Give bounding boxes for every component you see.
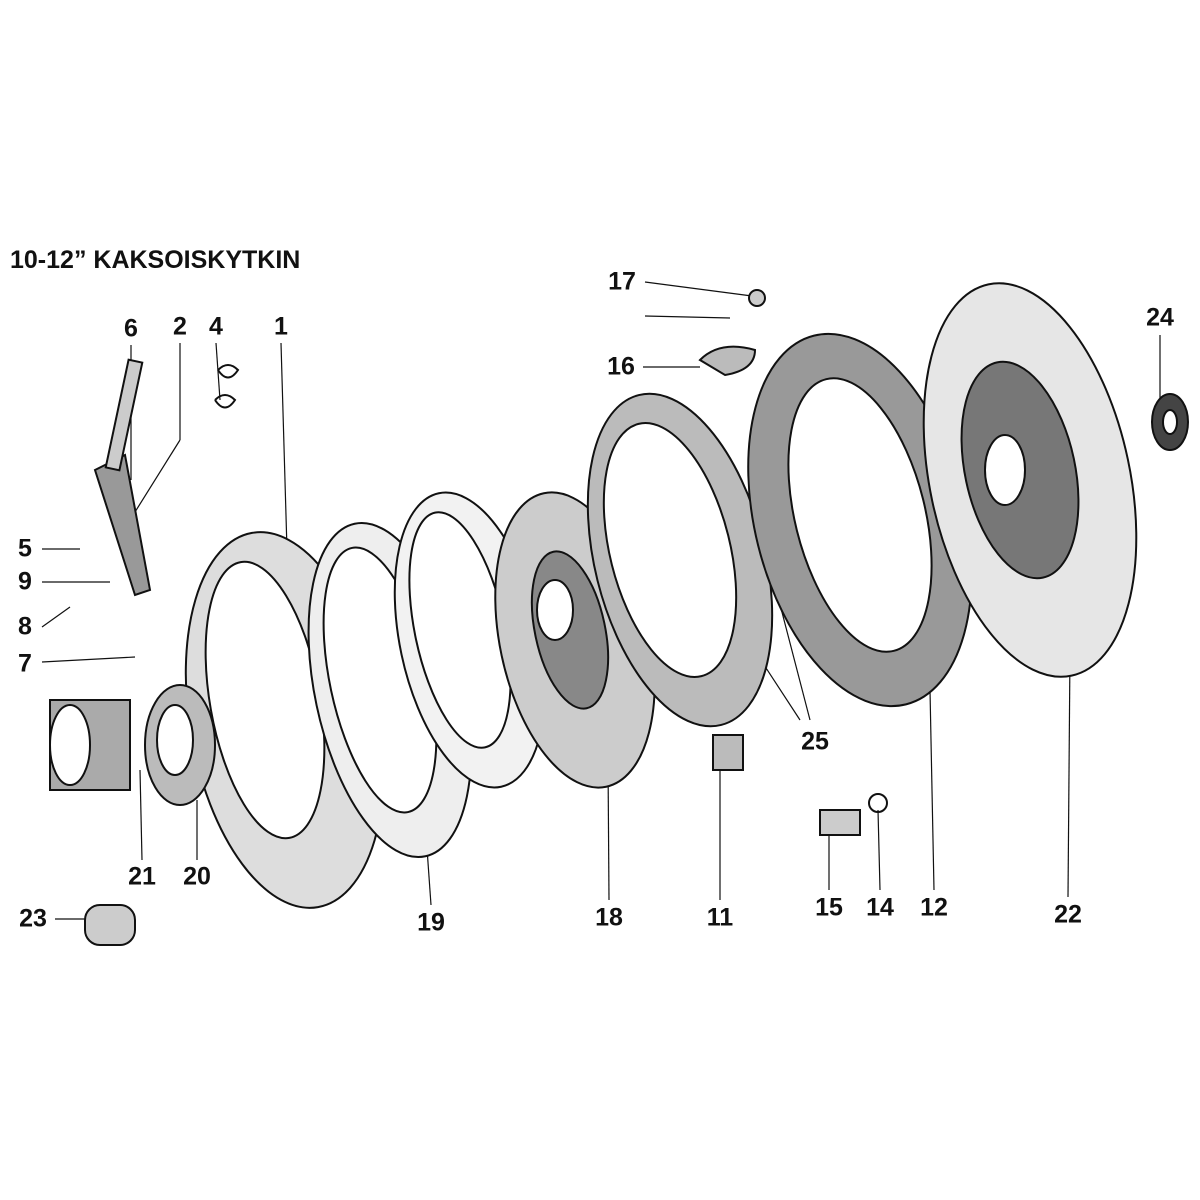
callout-24: 24: [1146, 303, 1174, 332]
bearing-24: [1151, 393, 1189, 451]
callout-21: 21: [128, 862, 156, 891]
leader-lines: [41, 281, 1161, 920]
callout-6: 6: [124, 314, 138, 343]
callout-11: 11: [706, 903, 734, 932]
callout-16: 16: [607, 352, 635, 381]
callout-8: 8: [18, 612, 32, 641]
callout-22: 22: [1054, 900, 1082, 929]
diagram-title: 10-12” KAKSOISKYTKIN: [10, 246, 301, 274]
callout-4: 4: [209, 312, 223, 341]
callout-12: 12: [920, 893, 948, 922]
callout-20: 20: [183, 862, 211, 891]
small-parts: [84, 289, 888, 946]
callout-15: 15: [815, 893, 843, 922]
release-bearing-20-21: [49, 684, 216, 806]
callout-1: 1: [274, 312, 288, 341]
callout-9: 9: [18, 567, 32, 596]
callout-14: 14: [866, 893, 894, 922]
callout-18: 18: [595, 903, 623, 932]
callout-2: 2: [173, 312, 187, 341]
callout-7: 7: [18, 649, 32, 678]
intermediate-plate-11: [586, 392, 774, 771]
callout-19: 19: [417, 908, 445, 937]
release-lever-2: [93, 453, 152, 597]
callout-5: 5: [18, 534, 32, 563]
cover-12: [747, 332, 973, 708]
callout-17: 17: [608, 267, 636, 296]
flywheel-22: [922, 282, 1138, 678]
callout-25: 25: [801, 727, 829, 756]
callout-23: 23: [19, 904, 47, 933]
